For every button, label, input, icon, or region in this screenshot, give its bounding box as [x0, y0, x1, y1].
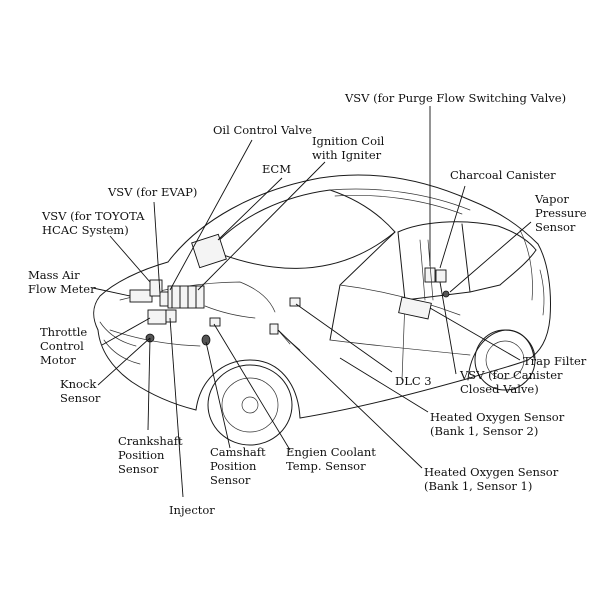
injector-part	[165, 309, 177, 323]
ignition-coil-block	[167, 285, 205, 309]
vapor-pressure-sensor-part	[442, 290, 450, 298]
label-ignition-coil-line2: with Igniter	[312, 148, 382, 162]
label-coolant-line2: Temp. Sensor	[286, 459, 366, 473]
label-ho2s-bank1-sensor1: Heated Oxygen Sensor (Bank 1, Sensor 1)	[424, 465, 558, 493]
label-throttle-line1: Throttle	[40, 325, 88, 339]
label-vsv-canister-closed: VSV (for Canister Closed Valve)	[460, 368, 563, 396]
label-engine-coolant-temp-sensor: Engien Coolant Temp. Sensor	[286, 445, 376, 473]
label-oil-control-valve: Oil Control Valve	[213, 123, 313, 137]
label-ignition-coil-line1: Ignition Coil	[312, 134, 385, 148]
label-ho2s1-line2: (Bank 1, Sensor 1)	[424, 479, 533, 493]
charcoal-canister-part	[398, 296, 432, 320]
label-throttle-control-motor: Throttle Control Motor	[40, 325, 87, 367]
throttle-body-part	[147, 309, 167, 325]
label-ecm: ECM	[262, 162, 291, 176]
label-ho2s2-line1: Heated Oxygen Sensor	[430, 410, 565, 424]
label-ignition-coil: Ignition Coil with Igniter	[312, 134, 384, 162]
label-vsv-evap: VSV (for EVAP)	[108, 185, 198, 199]
car-body	[93, 174, 551, 446]
label-knock-line1: Knock	[60, 377, 97, 391]
label-camshaft-position-sensor: Camshaft Position Sensor	[210, 445, 266, 487]
label-cam-line1: Camshaft	[210, 445, 266, 459]
label-maf-line2: Flow Meter	[28, 282, 96, 296]
label-mass-air-flow-meter: Mass Air Flow Meter	[28, 268, 96, 296]
label-injector: Injector	[169, 503, 215, 517]
label-vapor-line1: Vapor	[535, 192, 569, 206]
label-hcac-line1: VSV (for TOYOTA	[42, 209, 145, 223]
label-charcoal-canister: Charcoal Canister	[450, 168, 556, 182]
label-throttle-line3: Motor	[40, 353, 76, 367]
ecm-unit	[191, 233, 227, 269]
label-ho2s-bank1-sensor2: Heated Oxygen Sensor (Bank 1, Sensor 2)	[430, 410, 564, 438]
leader-lines	[92, 106, 532, 498]
dlc3-part	[289, 297, 301, 307]
rear-components	[398, 239, 450, 320]
label-vsv-toyota-hcac: VSV (for TOYOTA HCAC System)	[42, 209, 144, 237]
label-hcac-line2: HCAC System)	[42, 223, 129, 237]
label-vapor-pressure-sensor: Vapor Pressure Sensor	[535, 192, 587, 234]
engine-components	[129, 233, 301, 351]
ho2s-sensor1-part	[269, 323, 279, 335]
label-cam-line2: Position	[210, 459, 257, 473]
label-maf-line1: Mass Air	[28, 268, 80, 282]
vsv-purge-part	[424, 267, 436, 283]
label-knock-line2: Sensor	[60, 391, 101, 405]
label-vapor-line3: Sensor	[535, 220, 576, 234]
camshaft-sensor-part	[201, 334, 211, 346]
label-crank-line3: Sensor	[118, 462, 159, 476]
label-crank-line1: Crankshaft	[118, 434, 183, 448]
label-crank-line2: Position	[118, 448, 165, 462]
label-cam-line3: Sensor	[210, 473, 251, 487]
label-coolant-line1: Engien Coolant	[286, 445, 376, 459]
label-crankshaft-position-sensor: Crankshaft Position Sensor	[118, 434, 183, 476]
label-vsv-closed-line2: Closed Valve)	[460, 382, 539, 396]
label-ho2s2-line2: (Bank 1, Sensor 2)	[430, 424, 539, 438]
label-vsv-closed-line1: VSV (for Canister	[460, 368, 563, 382]
label-throttle-line2: Control	[40, 339, 84, 353]
mass-air-flow-meter-part	[129, 289, 153, 303]
vsv-canister-closed-part	[435, 269, 447, 283]
label-trap-filter: Trap Filter	[523, 354, 587, 368]
label-ho2s1-line1: Heated Oxygen Sensor	[424, 465, 559, 479]
label-dlc3: DLC 3	[395, 374, 432, 388]
label-knock-sensor: Knock Sensor	[60, 377, 100, 405]
label-vsv-purge: VSV (for Purge Flow Switching Valve)	[345, 91, 567, 105]
label-vapor-line2: Pressure	[535, 206, 587, 220]
